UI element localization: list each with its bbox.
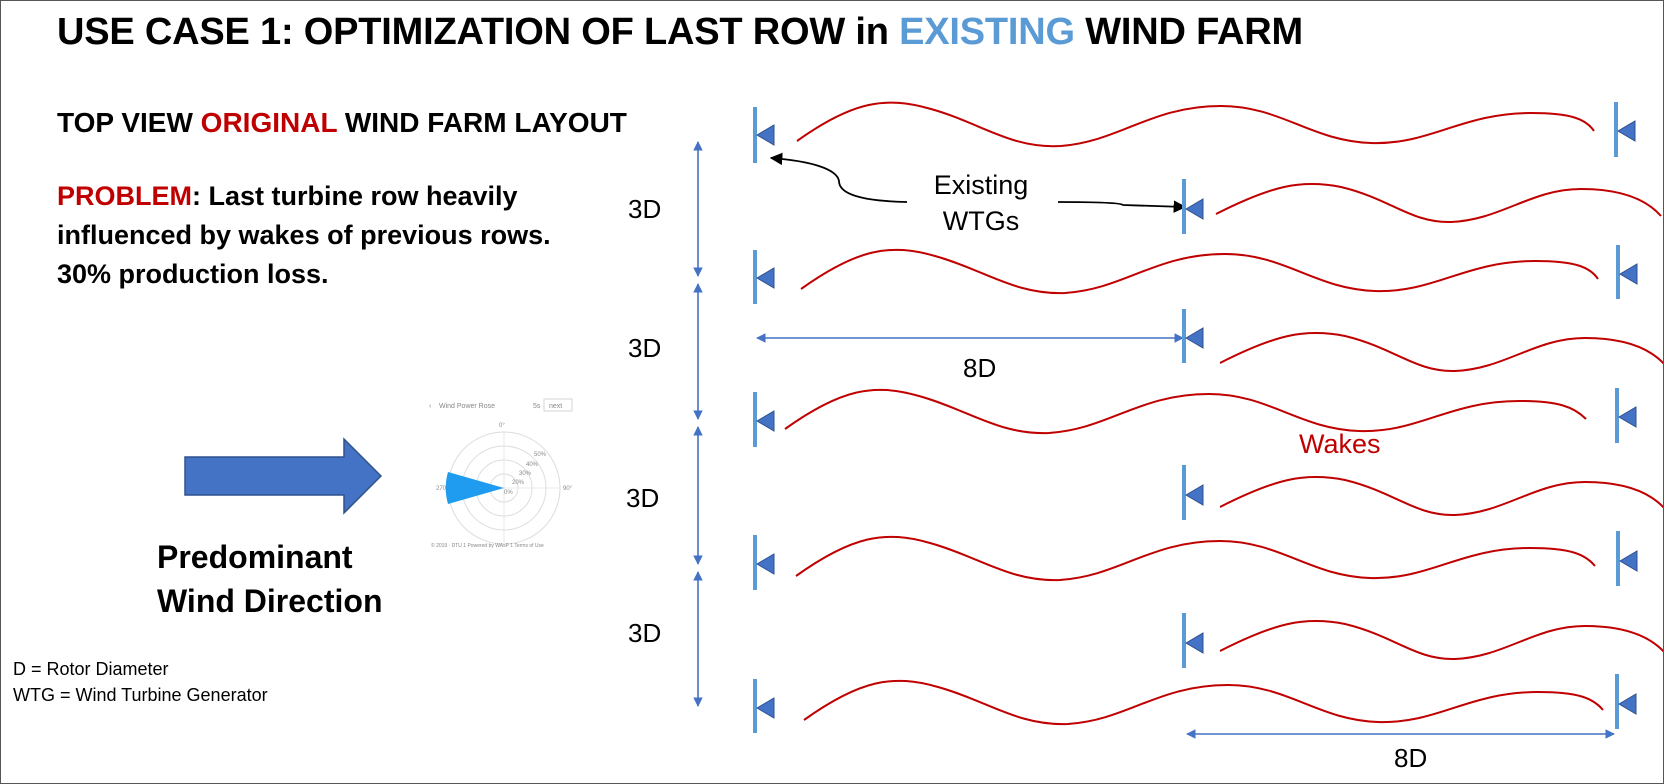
svg-text:0%: 0% <box>504 490 513 496</box>
wind-rose-title: Wind Power Rose <box>439 403 495 410</box>
title-suffix: WIND FARM <box>1074 11 1303 53</box>
wake-lines-short <box>1215 182 1663 661</box>
turbine <box>1614 102 1636 157</box>
wake-line <box>1215 182 1662 224</box>
turbine-spacing-label: 8D <box>963 353 997 383</box>
svg-text:30%: 30% <box>519 471 532 477</box>
callout-arrow-left <box>769 152 908 203</box>
wake-line <box>1219 619 1663 661</box>
row-spacing-label: 3D <box>628 618 662 648</box>
turbine-spacing-label: 8D <box>1394 743 1428 773</box>
wake-lines <box>784 101 1604 726</box>
wake-line <box>784 388 1587 435</box>
problem-label: PROBLEM <box>57 181 192 211</box>
svg-text:20%: 20% <box>512 480 525 486</box>
svg-text:0°: 0° <box>499 423 505 429</box>
title-highlight: EXISTING <box>899 11 1075 53</box>
legend-rotor-diameter: D = Rotor Diameter <box>13 659 169 679</box>
wind-rose-next-button[interactable] <box>543 398 573 412</box>
row-spacing-label: 3D <box>626 483 660 513</box>
turbine <box>753 679 775 733</box>
turbine-column-middle <box>1182 179 1204 668</box>
callout-line2: WTGs <box>942 206 1020 236</box>
wake-line <box>800 248 1599 295</box>
turbine <box>1182 309 1204 363</box>
wake-line <box>1219 475 1663 517</box>
turbine <box>753 535 775 590</box>
svg-text:40%: 40% <box>526 462 539 468</box>
wake-line <box>796 101 1595 148</box>
title-prefix: USE CASE 1: OPTIMIZATION OF LAST ROW in <box>57 11 900 53</box>
row-spacing-label: 3D <box>628 194 662 224</box>
svg-text:270°: 270° <box>436 486 449 492</box>
turbine-spacing-arrows <box>756 333 1615 739</box>
callout-line1: Existing <box>933 170 1029 200</box>
wind-rose-chart: ‹ Wind Power Rose 5s next 0° 90° 270° 50… <box>429 398 573 549</box>
turbine <box>753 107 775 163</box>
turbine-column-right <box>1614 102 1638 729</box>
wake-line <box>795 535 1596 582</box>
problem-statement: PROBLEM: Last turbine row heavily influe… <box>57 177 577 294</box>
wind-direction-line2: Wind Direction <box>157 583 383 619</box>
wakes-label: Wakes <box>1299 429 1381 459</box>
wind-rose-back-chevron: ‹ <box>429 403 432 410</box>
turbine <box>1182 613 1204 668</box>
legend-wtg: WTG = Wind Turbine Generator <box>13 685 268 705</box>
subtitle-suffix: WIND FARM LAYOUT <box>337 107 627 138</box>
svg-text:90°: 90° <box>563 486 573 492</box>
turbine <box>1182 179 1204 234</box>
turbine <box>753 250 775 304</box>
callout-arrow-right <box>1057 200 1187 213</box>
svg-text:© 2019 · DTU 1 Powered by WAsP: © 2019 · DTU 1 Powered by WAsP 1 Terms o… <box>431 542 544 549</box>
wake-line <box>1219 331 1663 373</box>
turbine <box>1616 531 1638 586</box>
wind-rose-sector <box>445 472 504 504</box>
wind-rose-controls: 5s <box>533 403 541 410</box>
subtitle-prefix: TOP VIEW <box>57 107 201 138</box>
wind-rose-next-label: next <box>549 403 562 410</box>
subtitle-highlight: ORIGINAL <box>200 107 338 138</box>
svg-text:50%: 50% <box>534 452 547 458</box>
problem-text: : Last turbine row heavily influenced by… <box>57 181 551 289</box>
turbine <box>753 392 775 447</box>
layout-subtitle: TOP VIEW ORIGINAL WIND FARM LAYOUT <box>57 107 627 139</box>
wake-line <box>803 679 1604 726</box>
turbine <box>1182 465 1204 520</box>
row-spacing-label: 3D <box>628 333 662 363</box>
wind-direction-line1: Predominant <box>157 539 353 575</box>
slide-title: USE CASE 1: OPTIMIZATION OF LAST ROW in … <box>57 11 1303 54</box>
turbine <box>1615 674 1637 729</box>
turbine <box>1615 388 1637 443</box>
turbine-column-left <box>753 107 775 733</box>
turbine <box>1616 245 1638 299</box>
wind-direction-arrow <box>184 437 383 515</box>
